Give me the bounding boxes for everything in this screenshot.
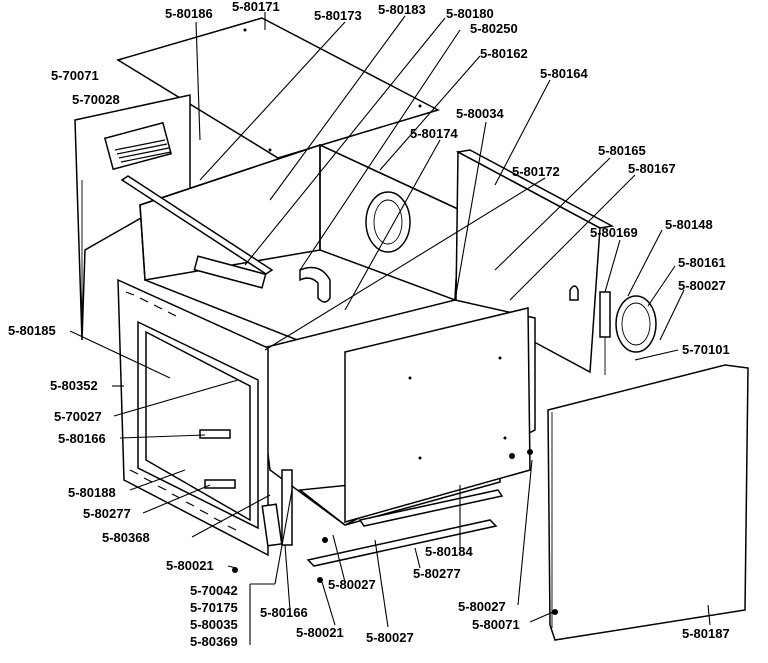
label-5-80035: 5-80035 [190,617,238,632]
insulation-bracket [103,121,173,171]
label-5-80186: 5-80186 [165,6,213,21]
label-5-70028: 5-70028 [72,92,120,107]
label-5-80027-d: 5-80027 [458,599,506,614]
label-5-80071: 5-80071 [472,617,520,632]
top-rail [120,175,274,275]
label-5-80277-b: 5-80277 [413,566,461,581]
label-5-80183: 5-80183 [378,2,426,17]
label-5-80166: 5-80166 [58,431,106,446]
label-5-80169: 5-80169 [590,225,638,240]
label-5-80174: 5-80174 [410,126,458,141]
label-5-80277: 5-80277 [83,506,131,521]
label-5-80185: 5-80185 [8,323,56,338]
label-5-80184: 5-80184 [425,544,473,559]
label-5-70071: 5-70071 [51,68,99,83]
label-5-80164: 5-80164 [540,66,588,81]
label-5-70027: 5-70027 [54,409,102,424]
label-5-80352: 5-80352 [50,378,98,393]
label-5-80034: 5-80034 [456,106,504,121]
label-5-80161: 5-80161 [678,255,726,270]
label-5-80021: 5-80021 [166,558,214,573]
label-5-80027: 5-80027 [678,278,726,293]
label-5-80250: 5-80250 [470,21,518,36]
label-5-80368: 5-80368 [102,530,150,545]
vent-ring [615,295,657,353]
label-5-80021-b: 5-80021 [296,625,344,640]
label-5-80148: 5-80148 [665,217,713,232]
label-5-80165: 5-80165 [598,143,646,158]
bottom-rails [306,489,504,567]
label-5-80166-b: 5-80166 [260,605,308,620]
label-5-80027-b: 5-80027 [328,577,376,592]
door-hinge [261,469,293,547]
rear-panel [344,307,531,523]
top-panel [116,17,440,159]
label-5-80162: 5-80162 [480,46,528,61]
side-cover-panel [547,364,749,641]
leader-lines [69,12,711,645]
label-5-80173: 5-80173 [314,8,362,23]
label-5-80027-c: 5-80027 [366,630,414,645]
part-labels: 5-80186 5-80171 5-80173 5-80183 5-80180 … [8,0,730,649]
label-5-80180: 5-80180 [446,6,494,21]
label-5-80171: 5-80171 [232,0,280,14]
screw-markers [232,449,558,615]
label-5-80369: 5-80369 [190,634,238,649]
label-5-70101: 5-70101 [682,342,730,357]
label-5-80172: 5-80172 [512,164,560,179]
thermostat-bulb [599,291,611,375]
label-5-80187: 5-80187 [682,626,730,641]
label-5-70175: 5-70175 [190,600,238,615]
front-frame [117,278,269,557]
label-5-70042: 5-70042 [190,583,238,598]
label-5-80188: 5-80188 [68,485,116,500]
label-5-80167: 5-80167 [628,161,676,176]
